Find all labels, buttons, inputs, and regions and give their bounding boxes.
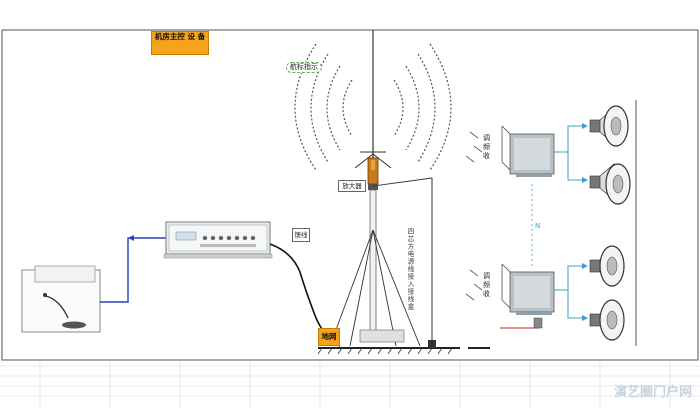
receiver-b-char-3: 收 (483, 290, 490, 298)
receiver-antenna-marks (465, 131, 483, 301)
feeder-tag: 馈线 (292, 228, 310, 242)
receiver-a-label: 调 频 收 (483, 134, 493, 161)
ground-label: 地网 (318, 328, 340, 346)
radiation-arcs-right (393, 43, 452, 171)
microphone-console (21, 265, 101, 333)
horn-speaker-4 (589, 299, 625, 341)
horn-speaker-3 (589, 245, 625, 287)
frame-border (1, 29, 699, 361)
speaker-arrowheads (582, 123, 588, 321)
receiver-a-char-3: 收 (483, 152, 490, 160)
receiver-a-char-1: 调 (483, 134, 490, 142)
horn-speaker-1 (589, 105, 629, 147)
ground-line (317, 340, 490, 355)
cable-note: 四芯方电源线接入接线盒 (406, 228, 414, 311)
watermark: 演艺圈门户网 (613, 385, 692, 400)
receiver-box-a (501, 125, 555, 177)
receiver-box-b (501, 263, 555, 315)
horn-speaker-2 (589, 163, 631, 205)
grid-lines (0, 362, 700, 408)
red-input-line (500, 318, 539, 329)
control-room-label: 机房主控 设 备 (151, 31, 209, 55)
receiver-link-label: N (535, 222, 541, 230)
beacon-label: 航标指示 (286, 62, 322, 73)
speaker-arrows (554, 125, 582, 319)
receiver-b-label: 调 频 收 (483, 272, 493, 299)
receiver-b-char-2: 频 (483, 281, 490, 289)
amplifier-tag: 放大器 (338, 180, 366, 192)
amplifier-unit (163, 221, 273, 259)
receiver-a-char-2: 频 (483, 143, 490, 151)
receiver-b-char-1: 调 (483, 272, 490, 280)
antenna-mast (329, 30, 433, 347)
mic-cable (100, 237, 166, 303)
